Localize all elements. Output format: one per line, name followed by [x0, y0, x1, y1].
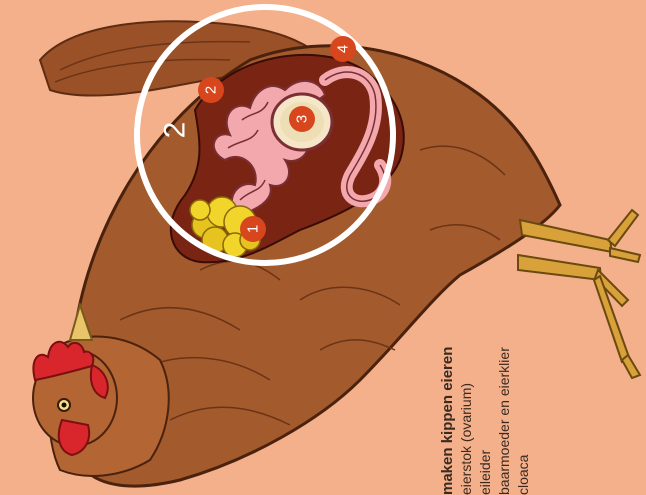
marker-3: 3: [289, 106, 315, 132]
legend-title: maken kippen eieren: [438, 320, 457, 495]
marker-3-label: 3: [294, 115, 311, 123]
marker-1-label: 1: [245, 225, 262, 233]
legend: maken kippen eieren eierstok (ovarium) e…: [438, 320, 533, 495]
marker-2: 2: [198, 77, 224, 103]
marker-4: 4: [330, 36, 356, 62]
marker-2-label: 2: [203, 86, 220, 94]
big-section-number: 2: [159, 122, 192, 139]
legend-item-uterus: baarmoeder en eierklier: [495, 320, 514, 495]
hen-legs: [518, 210, 640, 378]
legend-item-ovary: eierstok (ovarium): [457, 320, 476, 495]
marker-4-label: 4: [335, 45, 352, 53]
marker-1: 1: [240, 216, 266, 242]
legend-item-cloaca: cloaca: [514, 320, 533, 495]
legend-item-oviduct: eileider: [476, 320, 495, 495]
